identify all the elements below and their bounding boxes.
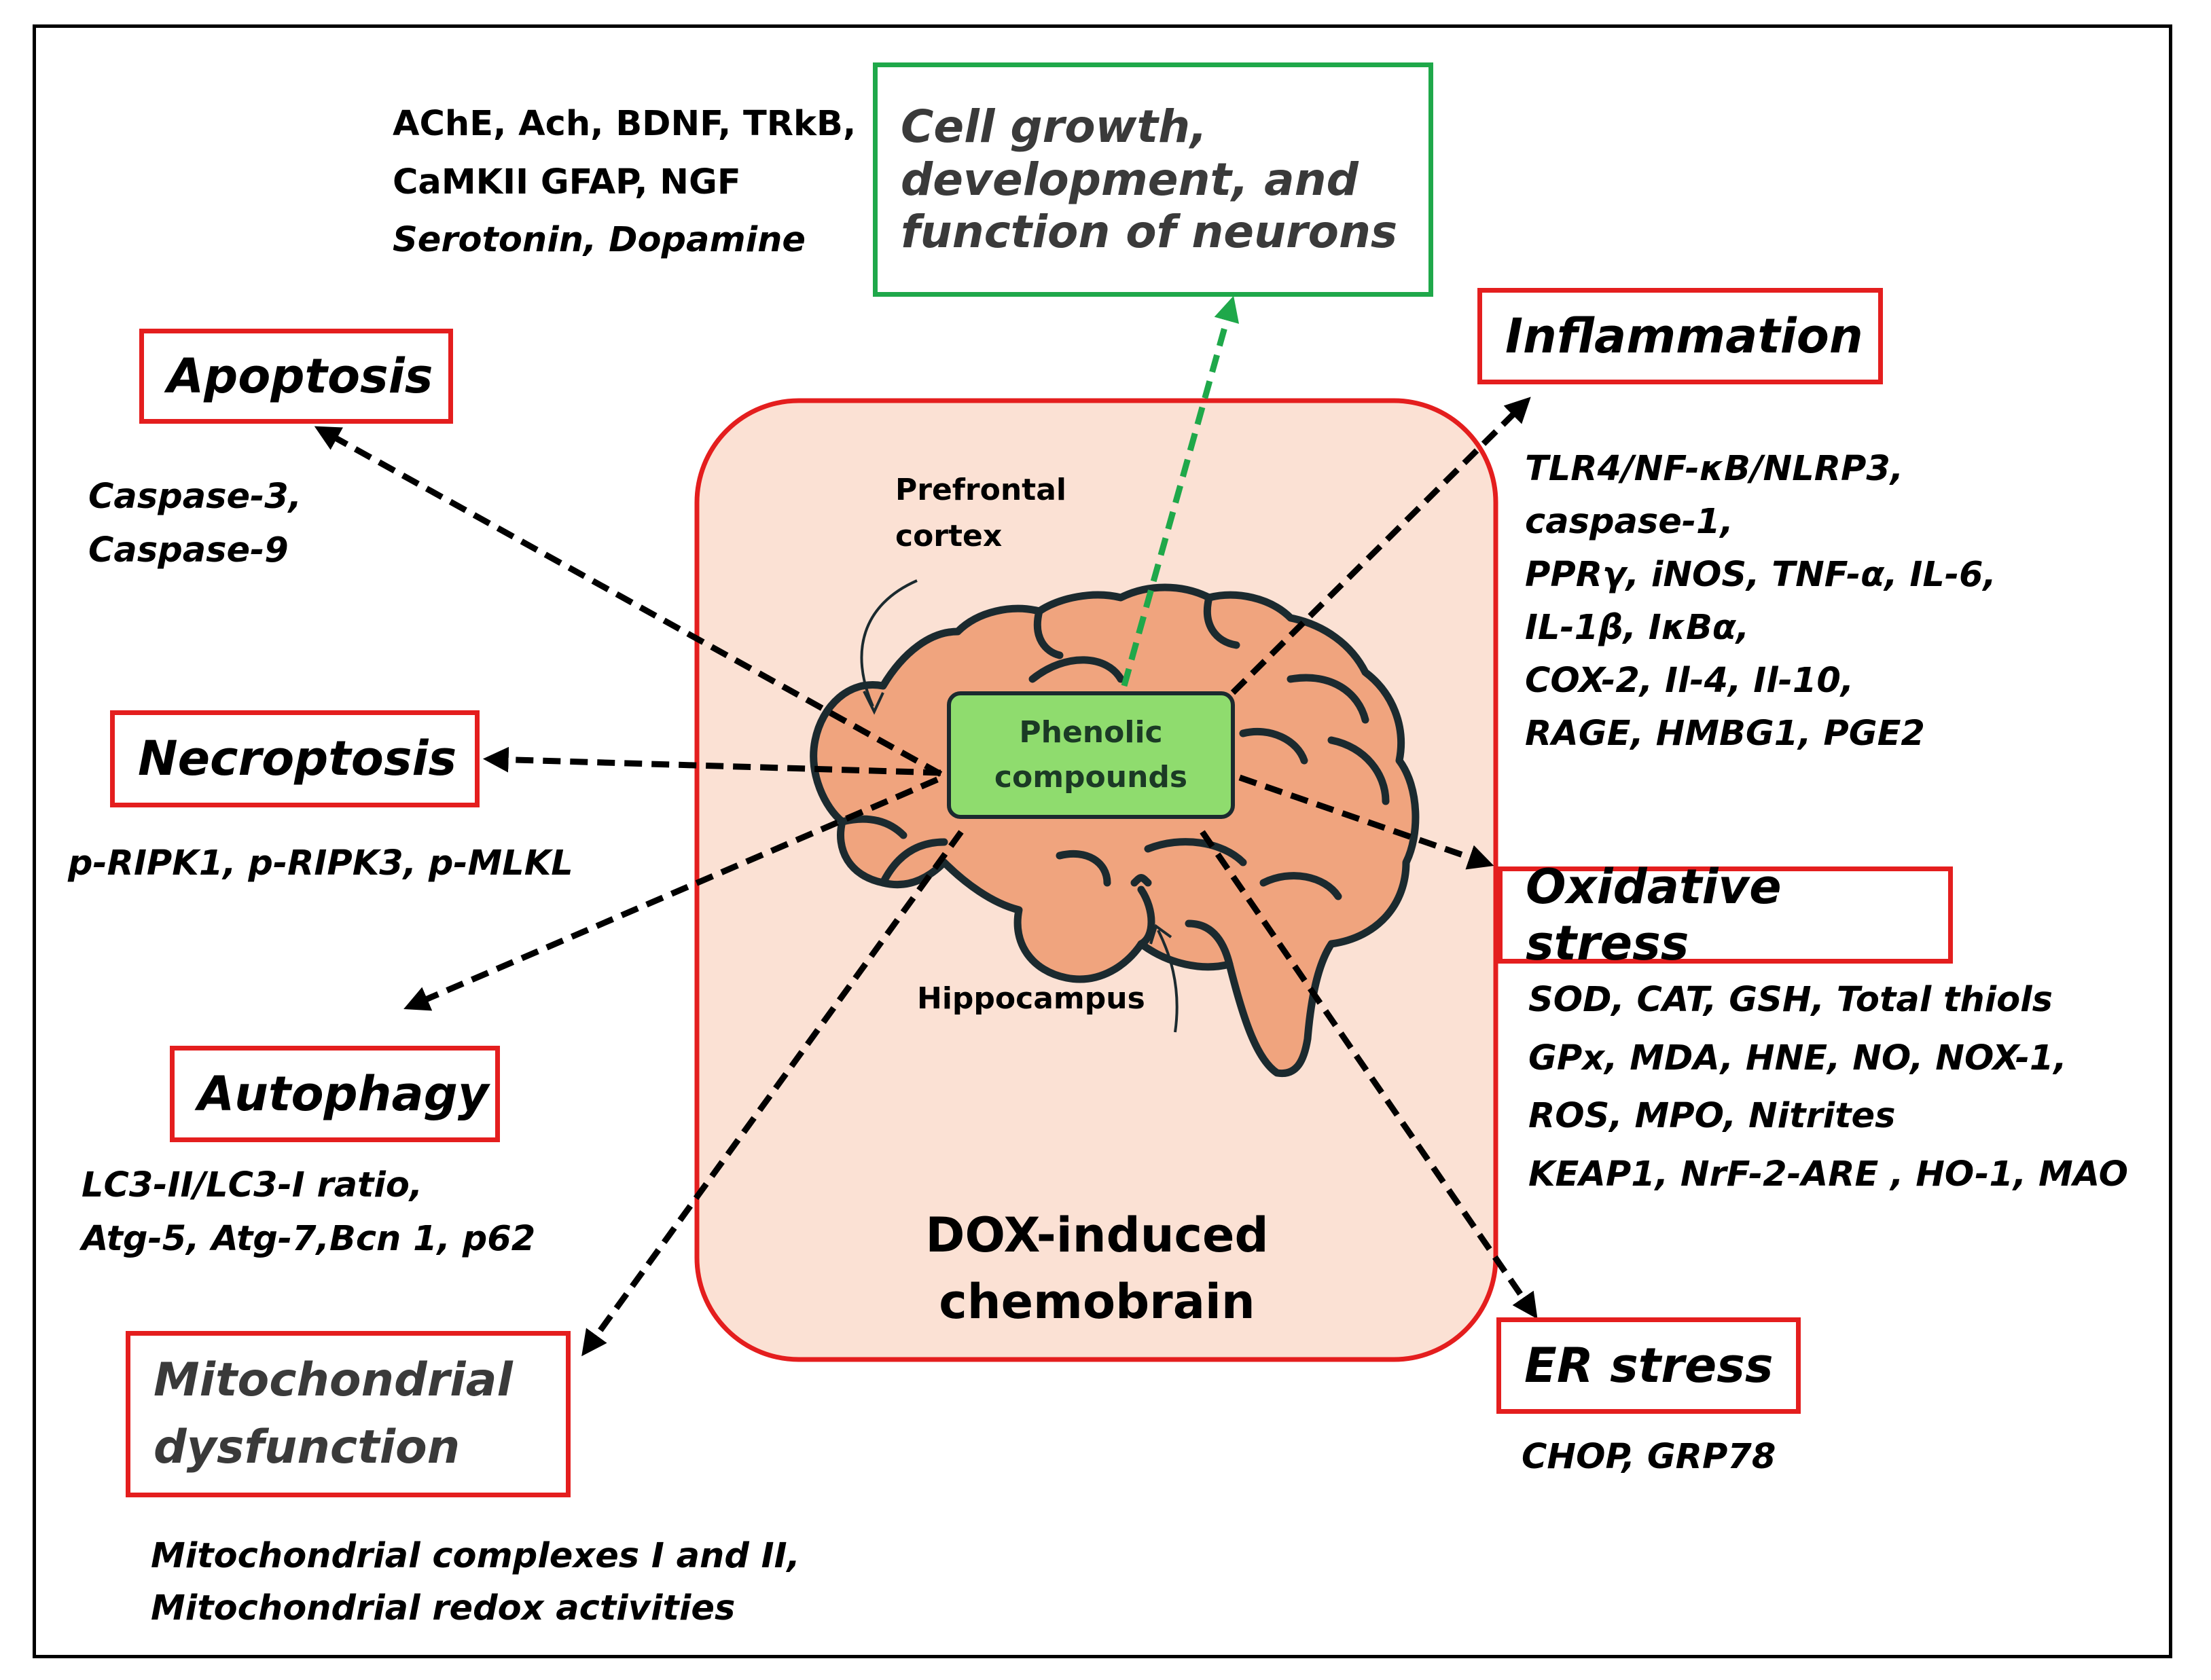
mitochondrial-markers: Mitochondrial complexes I and II, Mitoch… [151,1536,800,1628]
arrow-neurons [1121,295,1240,687]
pfc-pointer [860,579,918,707]
inflammation-box: Inflammation [1477,288,1883,384]
oxidative-stress-box: Oxidative stress [1498,859,1953,971]
necroptosis-box: Necroptosis [110,710,480,807]
condition-label: DOX-induced chemobrain [925,1207,1269,1330]
arrow-oxidative [1238,774,1494,870]
outer-frame [33,24,2172,1658]
hippocampus-pointer-head [1149,924,1172,945]
necroptosis-markers: p-RIPK1, p-RIPK3, p-MLKL [68,843,573,883]
neurons-box: Cell growth, development, and function o… [873,62,1433,297]
oxidative-markers: SOD, CAT, GSH, Total thiols GPx, MDA, HN… [1528,980,2129,1195]
arrow-er [1200,830,1538,1319]
er-markers: CHOP, GRP78 [1522,1437,1776,1477]
er-stress-box: ER stress [1496,1317,1801,1414]
arrow-mitochondrial [581,830,964,1357]
inflammation-markers: TLR4/NF-κB/NLRP3, caspase-1, PPRγ, iNOS,… [1525,449,1996,754]
compound-label-line2: compounds [994,760,1188,795]
arrow-autophagy [403,776,939,1011]
hippocampus-label: Hippocampus [917,981,1145,1016]
apoptosis-markers: Caspase-3, Caspase-9 [88,477,302,571]
arrow-inflammation [1230,397,1531,695]
apoptosis-box: Apoptosis [139,329,453,424]
hippocampus-pointer [1157,930,1179,1033]
compound-label-line1: Phenolic [1019,715,1163,750]
arrow-necroptosis [482,746,941,776]
prefrontal-cortex-label: Prefrontal cortex [895,473,1066,554]
mitochondrial-box: Mitochondrial dysfunction [126,1331,571,1497]
autophagy-markers: LC3-II/LC3-I ratio, Atg-5, Atg-7,Bcn 1, … [82,1165,536,1260]
arrow-apoptosis [314,426,943,777]
neurons-markers: AChE, Ach, BDNF, TRkB, CaMKII GFAP, NGF … [393,104,857,261]
autophagy-box: Autophagy [170,1046,500,1142]
pfc-pointer-head [863,691,884,715]
phenolic-compounds-box: Phenolic compounds [947,691,1235,819]
